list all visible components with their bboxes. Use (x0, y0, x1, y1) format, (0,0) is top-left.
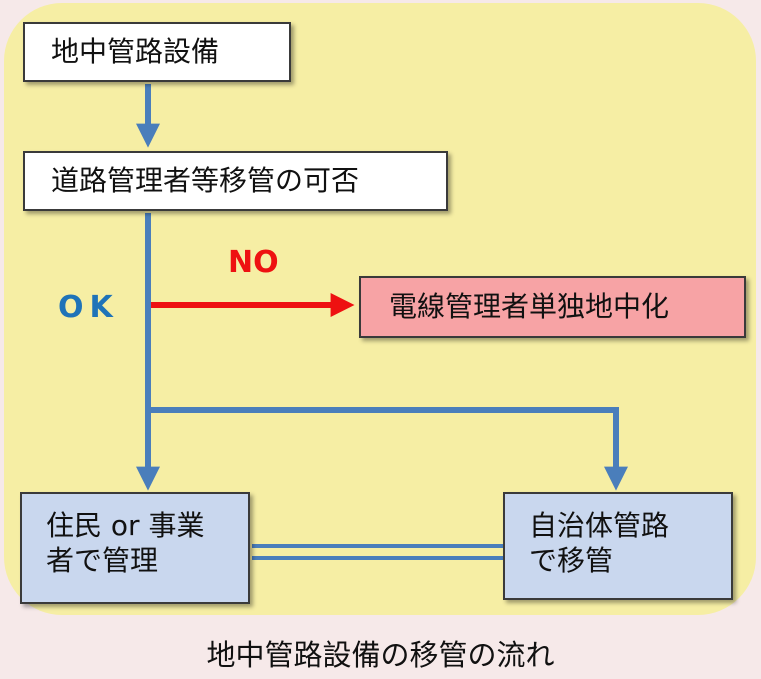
node-municipal-transfer-line2: で移管 (529, 544, 614, 577)
node-resident-management-line2: 者で管理 (46, 544, 159, 577)
diagram-caption: 地中管路設備の移管の流れ (206, 638, 555, 672)
node-underground-facility-text: 地中管路設備 (51, 35, 220, 68)
arrow-to-municipal-transfer (148, 407, 628, 491)
node-underground-facility: 地中管路設備 (23, 22, 291, 82)
node-municipal-transfer: 自治体管路 で移管 (503, 492, 733, 600)
node-resident-management: 住民 or 事業 者で管理 (20, 492, 250, 604)
node-sole-undergrounding-text: 電線管理者単独地中化 (389, 290, 670, 323)
node-municipal-transfer-line1: 自治体管路 (529, 509, 670, 542)
label-ok: OK (58, 290, 119, 325)
node-transfer-decision-text: 道路管理者等移管の可否 (51, 164, 360, 197)
node-sole-undergrounding: 電線管理者単独地中化 (359, 276, 746, 338)
label-no: NO (228, 245, 279, 280)
node-transfer-decision: 道路管理者等移管の可否 (23, 151, 448, 211)
node-resident-management-line1: 住民 or 事業 (46, 509, 205, 542)
